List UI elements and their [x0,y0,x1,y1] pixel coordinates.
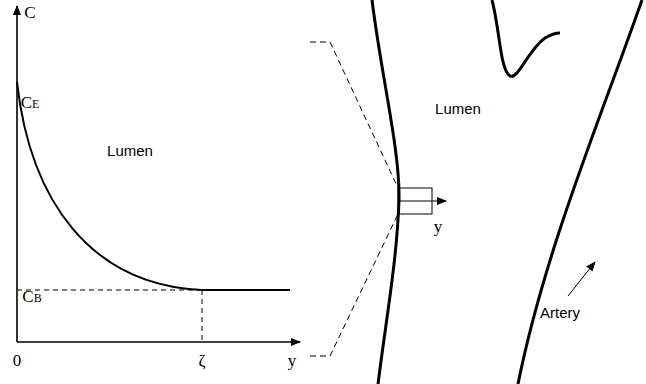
concentration-label: CB [22,288,41,305]
part-label: Artery [540,305,580,320]
artery-wall [518,0,642,384]
zoom-line [310,42,398,188]
branch-wall [492,0,560,76]
region-label: Lumen [435,101,481,116]
concentration-label: CE [21,94,40,111]
leader-line [568,262,595,296]
y-direction-arrow [399,200,446,201]
axis-label: y [434,218,443,235]
origin-label: 0 [13,352,22,369]
thickness-label: ζ [198,352,205,369]
region-label: Lumen [107,143,153,158]
y-axis [17,341,300,343]
artery-wall [372,0,399,384]
axis-label: C [24,4,35,21]
cb-guide [17,290,202,291]
c-axis [16,6,18,342]
concentration-curve [17,82,290,290]
zeta-guide [202,290,203,342]
axis-label: y [288,352,297,369]
